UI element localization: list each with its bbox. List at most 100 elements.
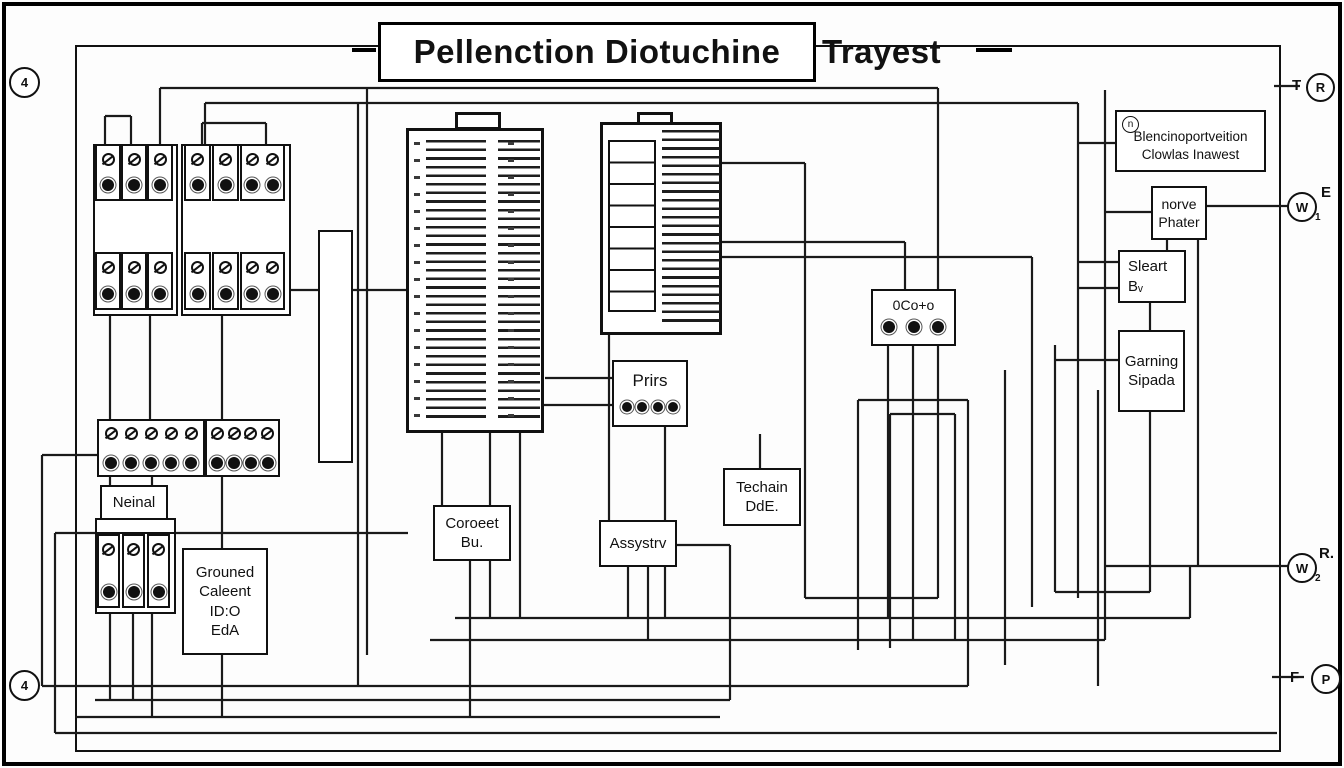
norve-line1: norve — [1161, 195, 1197, 212]
marker-w1-letter: W — [1295, 199, 1309, 215]
breaker-module — [122, 534, 145, 608]
marker-w1-subscript: 1 — [1315, 212, 1321, 223]
prirs-terminals — [614, 402, 686, 413]
marker-e-label: E — [1321, 184, 1332, 201]
pin-column-right — [498, 140, 540, 422]
contact-dot-icon — [102, 179, 114, 191]
title-right-dash — [976, 48, 1012, 52]
techain-box: Techain DdE. — [723, 468, 801, 526]
terminal-pair — [227, 427, 241, 469]
contact-dot-icon — [261, 457, 274, 469]
contact-dot-icon — [266, 179, 279, 191]
breaker-module — [97, 534, 120, 608]
screw-terminal-icon — [127, 261, 141, 274]
terminal-pair — [104, 427, 118, 469]
blencino-line2: Clowlas Inawest — [1141, 147, 1240, 162]
contact-dot-icon — [191, 179, 204, 191]
contact-dot-icon — [185, 457, 197, 469]
screw-terminal-icon — [219, 153, 232, 166]
techain-line1: Techain — [736, 478, 788, 496]
garning-box: Garning Sipada — [1118, 330, 1185, 412]
contact-dot-icon — [154, 288, 166, 300]
neinal-box: Neinal — [100, 485, 168, 521]
breaker-module — [95, 252, 121, 310]
contact-dot-icon — [102, 586, 115, 598]
screw-terminal-icon — [124, 427, 138, 440]
screw-terminal-icon — [144, 427, 158, 440]
terminal-pair — [124, 427, 138, 469]
relay-cell-column — [608, 140, 656, 312]
norve-box: norve Phater — [1151, 186, 1207, 240]
marker-left-bottom-label: 4 — [20, 678, 29, 693]
terminal-strip — [97, 419, 205, 477]
screw-terminal-icon — [153, 261, 167, 274]
pin-column-left — [426, 140, 486, 422]
screw-terminal-icon — [101, 153, 115, 166]
breaker-module — [184, 144, 211, 201]
marker-t-label: T — [1292, 77, 1302, 94]
contact-dot-icon — [244, 457, 257, 469]
marker-r-circle: R — [1306, 73, 1335, 102]
coroeet-box: Coroeet Bu. — [433, 505, 511, 561]
screw-terminal-icon — [266, 153, 280, 166]
title-left-dash — [352, 48, 376, 52]
contact-dot-icon — [266, 288, 279, 300]
screw-terminal-icon — [153, 153, 167, 166]
screw-terminal-icon — [227, 427, 241, 440]
screw-terminal-icon — [191, 261, 204, 274]
contact-dot-icon — [228, 457, 241, 469]
breaker-pole — [242, 146, 263, 199]
contact-dot-icon — [125, 457, 137, 469]
breaker-module — [147, 144, 173, 201]
oco-label: 0Co+o — [892, 297, 935, 313]
contact-dot-icon — [246, 179, 259, 191]
contact-dot-icon — [219, 288, 232, 300]
marker-d-label: R. — [1319, 545, 1334, 562]
marker-w1-circle: W — [1287, 192, 1317, 222]
breaker-module — [121, 144, 147, 201]
pin-stub-column — [702, 130, 720, 327]
screw-terminal-icon — [164, 427, 178, 440]
norve-line2: Phater — [1158, 214, 1200, 230]
screw-terminal-icon — [245, 153, 259, 166]
grouned-box: Grouned Caleent ID:O EdA — [182, 548, 268, 655]
contact-dot-icon — [637, 402, 648, 413]
diagram-title-suffix: Trayest — [822, 33, 942, 70]
breaker-module — [147, 534, 170, 608]
breaker-module — [212, 144, 239, 201]
breaker-pole — [263, 146, 284, 199]
contact-dot-icon — [246, 288, 259, 300]
blencino-line1: Blencinoportveition — [1133, 129, 1248, 145]
assystv-box: Assystrv — [599, 520, 677, 567]
bus-rectangle — [318, 230, 353, 463]
pin-number-column — [508, 142, 514, 420]
screw-terminal-icon — [191, 153, 204, 166]
terminal-pair — [244, 427, 258, 469]
terminal-pair — [144, 427, 158, 469]
sleart-box: Sleart Bᵥ — [1118, 250, 1186, 303]
contact-dot-icon — [165, 457, 177, 469]
garning-line2: Sipada — [1128, 372, 1175, 389]
screw-terminal-icon — [152, 543, 165, 556]
coroeet-line1: Coroeet — [445, 514, 499, 532]
diagram-title: Pellenction Diotuchine — [413, 33, 781, 70]
contact-dot-icon — [154, 179, 166, 191]
breaker-module — [212, 252, 239, 310]
marker-p-letter: P — [1321, 671, 1331, 687]
screw-terminal-icon — [210, 427, 224, 440]
marker-left-top-circle: 4 — [9, 67, 40, 98]
contact-dot-icon — [145, 457, 157, 469]
marker-w2-circle: W — [1287, 553, 1317, 583]
contact-dot-icon — [907, 321, 920, 334]
contact-dot-icon — [102, 288, 114, 300]
sleart-line2: Bᵥ — [1128, 277, 1143, 295]
terminal-pair — [210, 427, 224, 469]
marker-f-label: F — [1290, 669, 1300, 686]
garning-line1: Garning — [1124, 352, 1179, 370]
marker-left-top-label: 4 — [20, 75, 29, 90]
breaker-module — [240, 144, 285, 201]
contact-dot-icon — [219, 179, 232, 191]
contact-dot-icon — [128, 288, 140, 300]
screw-terminal-icon — [101, 261, 115, 274]
